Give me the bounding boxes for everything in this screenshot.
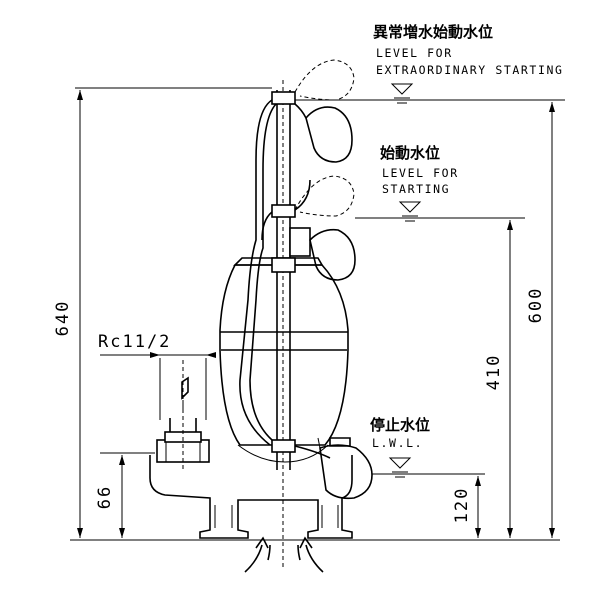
level-marker-extraordinary bbox=[295, 83, 565, 104]
label-stop-en: L.W.L. bbox=[372, 436, 423, 450]
float-cables bbox=[239, 99, 331, 459]
label-600: 600 bbox=[526, 287, 546, 324]
dimension-640: 640 bbox=[53, 87, 272, 538]
label-stop-jp: 停止水位 bbox=[370, 416, 430, 434]
float-stop bbox=[317, 437, 373, 500]
label-starting-en-2: STARTING bbox=[382, 182, 450, 196]
label-410: 410 bbox=[484, 354, 504, 391]
label-outlet-size: Rc11/2 bbox=[98, 332, 171, 352]
float-extraordinary bbox=[294, 59, 355, 163]
label-starting-jp: 始動水位 bbox=[380, 144, 440, 162]
float-starting bbox=[294, 175, 356, 281]
outlet-pipe bbox=[156, 358, 210, 470]
level-marker-stop bbox=[372, 457, 485, 478]
dimension-600: 600 bbox=[526, 102, 555, 538]
pump-stand bbox=[149, 455, 353, 539]
dimension-120: 120 bbox=[452, 476, 481, 538]
guide-rod bbox=[271, 80, 311, 570]
label-640: 640 bbox=[53, 300, 73, 337]
motor-housing bbox=[219, 257, 349, 463]
inlet-arrows bbox=[244, 536, 324, 573]
outlet-callout: Rc11/2 bbox=[98, 332, 216, 358]
label-starting-en-1: LEVEL FOR bbox=[382, 166, 459, 180]
dimension-410: 410 bbox=[484, 220, 513, 538]
label-66: 66 bbox=[95, 485, 115, 509]
label-extraordinary-en-2: EXTRAORDINARY STARTING bbox=[376, 63, 564, 77]
level-marker-starting bbox=[355, 201, 525, 222]
dimension-66: 66 bbox=[95, 452, 155, 538]
label-extraordinary-en-1: LEVEL FOR bbox=[376, 46, 453, 60]
label-120: 120 bbox=[452, 487, 472, 524]
label-extraordinary-jp: 異常増水始動水位 bbox=[373, 23, 493, 41]
